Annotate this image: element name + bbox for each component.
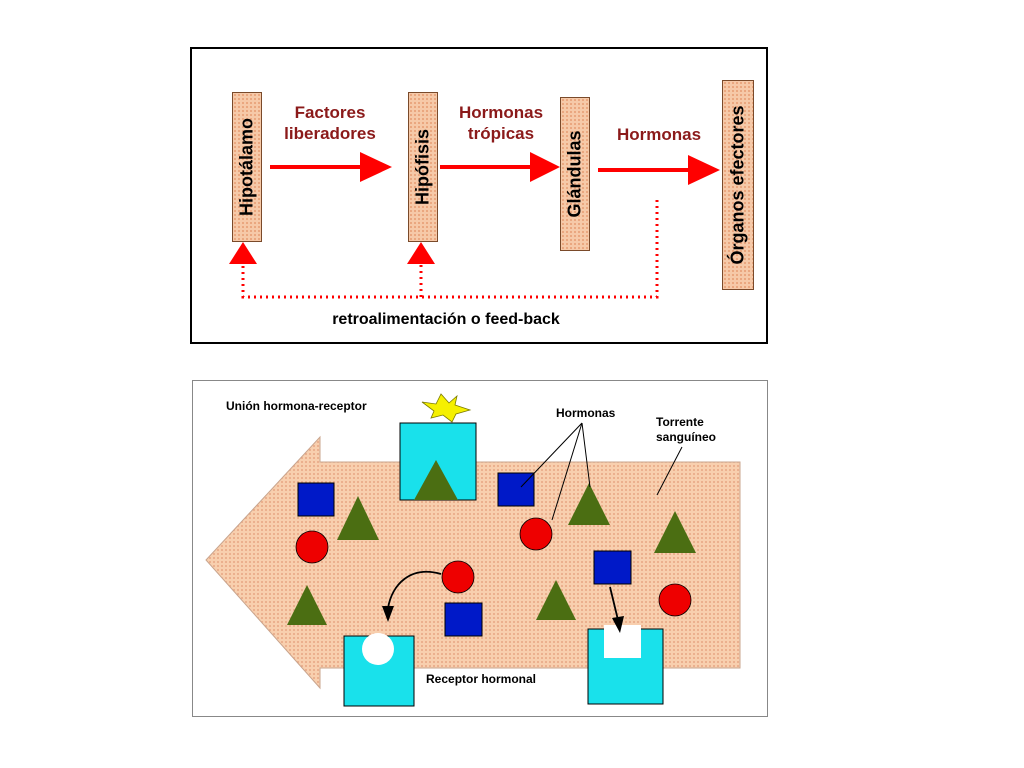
pointer-lines [520, 422, 683, 521]
label-union-hormona-receptor: Unión hormona-receptor [226, 399, 367, 413]
box-hipotalamo: Hipotálamo [232, 92, 262, 242]
label-hormonas-tropicas: Hormonas trópicas [458, 103, 544, 143]
hormone-star-icon [421, 393, 472, 423]
hormone-square [297, 482, 335, 517]
label-receptor-hormonal: Receptor hormonal [426, 672, 537, 686]
box-hipofisis: Hipófisis [408, 92, 438, 242]
label-feedback: retroalimentación o feed-back [332, 311, 560, 328]
box-organos-efectores: Órganos efectores [722, 80, 754, 290]
receptor-square-socket [587, 625, 664, 705]
label-hormonas-bottom: Hormonas [556, 406, 616, 420]
box-glandulas: Glándulas [560, 97, 590, 251]
label-torrente-sanguineo: Torrente sanguíneo [656, 415, 717, 444]
hormone-cascade-panel [190, 47, 768, 344]
arrow-factores-liberadores [270, 152, 392, 182]
hormone-triangle [536, 580, 576, 620]
arrow-hormonas-tropicas [440, 152, 560, 182]
hormone-circle [441, 560, 475, 594]
straight-binding-arrow [609, 586, 619, 621]
hormone-square [444, 602, 483, 637]
label-factores-liberadores: Factores liberadores [284, 103, 376, 143]
hormone-circle [295, 530, 329, 564]
curved-binding-arrow [387, 570, 442, 609]
receptor-circle-socket [343, 633, 415, 707]
feedback-arrowhead-hipotalamo [229, 242, 257, 264]
label-hormonas: Hormonas [616, 125, 702, 144]
hormone-triangle [654, 511, 696, 553]
hormone-circle [519, 517, 553, 551]
arrow-hormonas [598, 155, 720, 185]
hormone-square [593, 550, 632, 585]
hormone-triangle [568, 483, 610, 525]
binding-arrows [382, 570, 624, 633]
hormone-square [497, 472, 535, 507]
hormone-circle [658, 583, 692, 617]
feedback-arrowhead-hipofisis [407, 242, 435, 264]
receptor-top-occupied [399, 422, 477, 501]
feedback-loop [229, 200, 659, 299]
hormone-triangle [287, 585, 327, 625]
hormone-triangle [337, 496, 379, 540]
hormone-shapes [287, 472, 696, 637]
